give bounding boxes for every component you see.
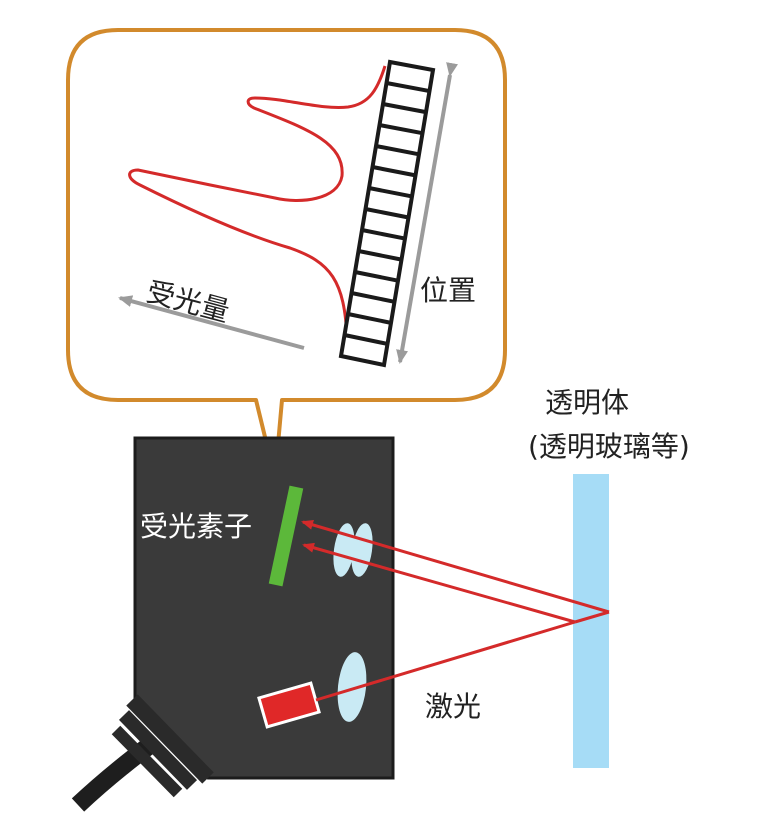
label-position: 位置 xyxy=(420,274,476,307)
light-intensity-profile xyxy=(128,65,387,341)
emitter-lens xyxy=(337,652,367,722)
label-laser: 激光 xyxy=(425,690,481,723)
array-segment-divider xyxy=(358,249,402,262)
sensor-body xyxy=(133,436,395,780)
array-segment-divider xyxy=(351,291,395,304)
receiver-element xyxy=(268,485,304,587)
array-segment-divider xyxy=(344,333,388,346)
laser-outgoing-beam xyxy=(315,620,576,702)
position-axis-arrow xyxy=(396,62,458,364)
label-transparent-examples: (透明玻璃等) xyxy=(528,430,690,463)
label-receiver-element: 受光素子 xyxy=(140,510,252,543)
array-segment-divider xyxy=(347,312,392,325)
reflected-beam-back xyxy=(301,520,610,614)
reflected-beam-back-segment xyxy=(574,610,610,624)
reflected-beam-front xyxy=(302,542,576,624)
sensor-cable xyxy=(71,694,214,812)
array-segment-divider xyxy=(354,270,399,283)
laser-beams xyxy=(301,520,610,702)
callout-bubble xyxy=(66,28,507,480)
light-amount-axis-arrow xyxy=(118,295,305,350)
label-transparent-body: 透明体 xyxy=(545,386,629,419)
laser-emitter xyxy=(257,681,321,729)
